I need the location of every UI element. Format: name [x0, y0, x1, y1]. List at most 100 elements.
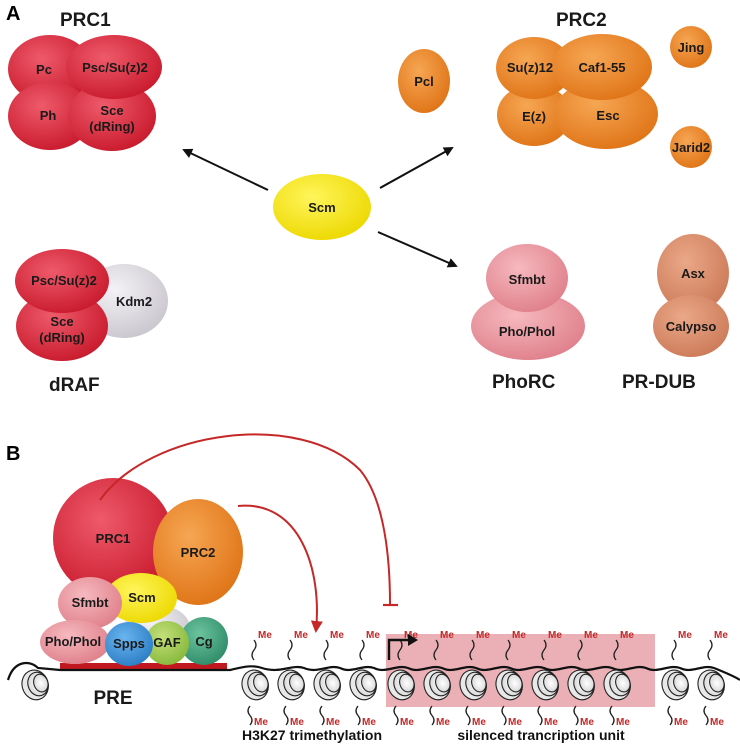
- psc-label: Psc/Su(z)2: [82, 60, 148, 75]
- pre-bar: [60, 663, 227, 671]
- nucleosome: [423, 669, 451, 701]
- histone-tail: [433, 639, 439, 661]
- pho-b-label: Pho/Phol: [45, 634, 101, 649]
- nucleosome: [459, 669, 487, 701]
- gaf-b-label: GAF: [153, 635, 181, 650]
- pho-b: [40, 620, 110, 664]
- me-label: Me: [476, 630, 490, 641]
- draf-title: dRAF: [49, 375, 100, 396]
- me-label: Me: [580, 717, 594, 728]
- histone-tail: [609, 705, 615, 726]
- histone-tail: [505, 639, 511, 661]
- pcl-subunit: [398, 49, 450, 113]
- me-label: Me: [674, 717, 688, 728]
- me-label: Me: [254, 717, 268, 728]
- nucleosome: [241, 669, 269, 701]
- draf-sce-label-2: (dRing): [39, 330, 84, 345]
- sce-subunit: [68, 81, 156, 151]
- prc1-complex: Pc Psc/Su(z)2 Ph Sce (dRing): [8, 35, 162, 151]
- panel-label-a: A: [6, 3, 20, 25]
- me-label: Me: [508, 717, 522, 728]
- me-label: Me: [710, 717, 724, 728]
- prc2-title: PRC2: [556, 10, 607, 31]
- me-label: Me: [258, 630, 272, 641]
- me-label: Me: [436, 717, 450, 728]
- me-label: Me: [472, 717, 486, 728]
- sce-label-1: Sce: [100, 103, 123, 118]
- pre-bound-complex: PRC1 PRC2 Scm Sfmbt Pho/Phol Spps GAF Cg: [40, 478, 243, 666]
- histone-tail: [703, 705, 709, 726]
- spps-b: [105, 622, 153, 666]
- me-label: Me: [330, 630, 344, 641]
- nucleosome: [387, 669, 415, 701]
- jing-label: Jing: [678, 40, 705, 55]
- scm-b: [105, 573, 177, 623]
- caf1-subunit: [552, 34, 652, 100]
- cg-b-label: Cg: [195, 634, 212, 649]
- jarid2-label: Jarid2: [672, 140, 710, 155]
- histone-tail: [283, 705, 289, 726]
- nucleosome: [603, 669, 631, 701]
- arrow-to-prc2: [379, 147, 454, 189]
- histone-tail: [707, 639, 713, 661]
- esc-label: Esc: [596, 108, 619, 123]
- me-label: Me: [714, 630, 728, 641]
- cg-b: [180, 617, 228, 665]
- me-label: Me: [290, 717, 304, 728]
- sfmbt-b-label: Sfmbt: [72, 595, 110, 610]
- ez-subunit: [497, 84, 571, 146]
- arrow-h3k27: [237, 504, 323, 633]
- scm-hub: Scm: [182, 147, 458, 268]
- histone-tail: [541, 639, 547, 661]
- draf-sce-label-1: Sce: [50, 314, 73, 329]
- ph-label: Ph: [40, 108, 57, 123]
- histone-tail: [393, 705, 399, 726]
- histone-tail: [287, 639, 293, 661]
- nucleosome: [531, 669, 559, 701]
- nucleosome-array: [21, 669, 725, 701]
- spps-b-label: Spps: [113, 636, 145, 651]
- draf-psc-label: Psc/Su(z)2: [31, 273, 97, 288]
- histone-tail: [251, 639, 257, 661]
- prc2-b-label: PRC2: [181, 545, 216, 560]
- histone-tail: [465, 705, 471, 726]
- asx-subunit: [657, 234, 729, 312]
- nucleosome: [697, 669, 725, 701]
- dna-strand: [6, 661, 740, 681]
- scm-subunit: [273, 174, 371, 240]
- histone-tail: [501, 705, 507, 726]
- silenced-caption: silenced trancription unit: [457, 727, 625, 743]
- h3k27-caption: H3K27 trimethylation: [242, 727, 382, 743]
- kdm2-label: Kdm2: [116, 294, 152, 309]
- psc-subunit: [66, 35, 162, 99]
- histone-tail: [429, 705, 435, 726]
- draf-psc-subunit: [15, 249, 109, 313]
- histone-tail: [247, 705, 253, 726]
- tss-arrow: [387, 638, 410, 660]
- ph-subunit: [8, 82, 92, 150]
- me-label: Me: [620, 630, 634, 641]
- histone-tail: [397, 639, 403, 661]
- jarid2-subunit: [670, 126, 712, 168]
- pcl-label: Pcl: [414, 74, 434, 89]
- tss-arrowhead: [408, 634, 418, 646]
- me-label: Me: [404, 630, 418, 641]
- scm-label: Scm: [308, 200, 335, 215]
- me-label: Me: [362, 717, 376, 728]
- me-label: Me: [400, 717, 414, 728]
- histone-tail: [573, 705, 579, 726]
- prc2-complex: Pcl Su(z)12 Caf1-55 E(z) Esc Jing Jarid2: [398, 26, 712, 168]
- panel-label-b: B: [6, 443, 20, 465]
- nucleosome: [21, 669, 49, 701]
- me-label: Me: [440, 630, 454, 641]
- inhibition-arc: [99, 433, 391, 605]
- sce-label-2: (dRing): [89, 119, 134, 134]
- methylation-marks: MeMeMeMeMeMeMeMeMeMeMeMeMeMeMeMeMeMeMeMe…: [247, 630, 728, 728]
- prdub-title: PR-DUB: [622, 372, 696, 393]
- me-label: Me: [616, 717, 630, 728]
- jing-subunit: [670, 26, 712, 68]
- prc1-b-label: PRC1: [96, 531, 131, 546]
- gaf-b: [145, 621, 189, 665]
